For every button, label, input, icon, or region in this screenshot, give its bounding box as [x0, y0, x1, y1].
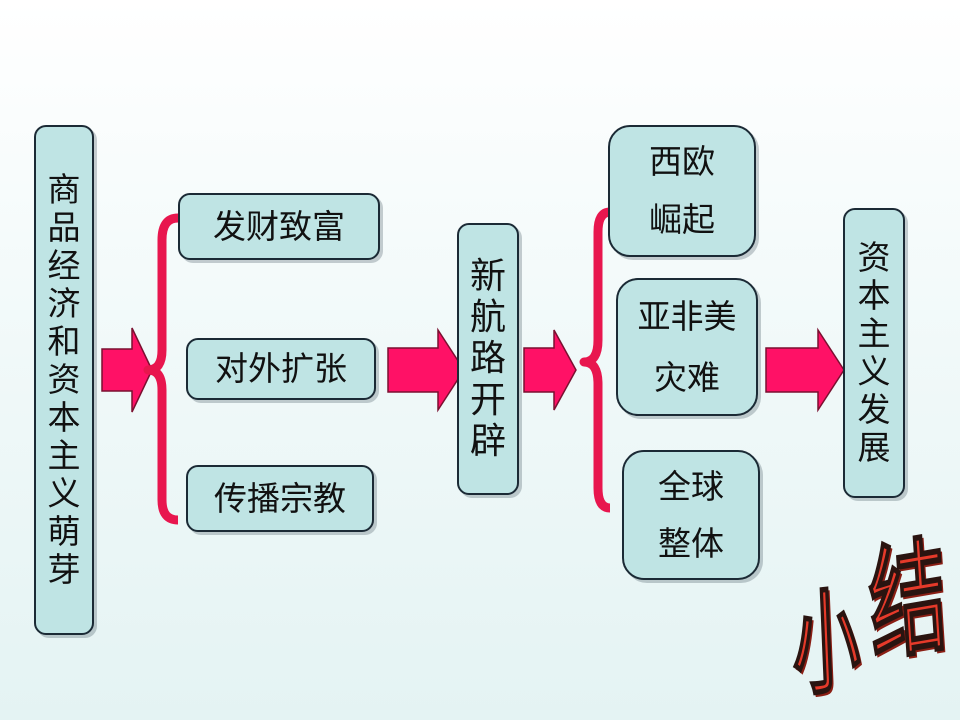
summary-title-char-2: 结 — [864, 522, 951, 681]
right-char: 资 — [857, 238, 891, 278]
result-line1: 亚非美 — [637, 296, 737, 336]
center-char: 路 — [469, 338, 506, 380]
left-char: 萌 — [47, 511, 81, 551]
center-char: 开 — [469, 379, 506, 421]
left-char: 义 — [47, 473, 81, 513]
motive-box-religion: 传播宗教 — [186, 465, 374, 532]
right-char: 发 — [857, 389, 891, 429]
left-char: 经 — [47, 246, 81, 286]
right-column-box: 资 本 主 义 发 展 — [843, 208, 905, 498]
left-char: 商 — [47, 170, 81, 210]
result-box-global: 全球 整体 — [622, 450, 760, 580]
result-line2: 整体 — [658, 523, 724, 563]
arrow-2 — [387, 327, 465, 413]
result-box-disaster: 亚非美 灾难 — [616, 278, 758, 416]
center-char: 辟 — [469, 421, 506, 463]
left-char: 芽 — [47, 549, 81, 589]
left-char: 济 — [47, 284, 81, 324]
left-char: 主 — [47, 435, 81, 475]
right-char: 主 — [857, 314, 891, 354]
left-char: 本 — [47, 397, 81, 437]
arrow-3 — [523, 329, 577, 411]
arrow-4 — [765, 327, 845, 413]
left-char: 和 — [47, 322, 81, 362]
arrow-1 — [101, 327, 153, 413]
left-char: 品 — [47, 208, 81, 248]
summary-title-char-1: 小 — [789, 573, 863, 713]
motive-box-wealth: 发财致富 — [178, 193, 380, 260]
left-char: 资 — [47, 360, 81, 400]
center-char: 新 — [469, 255, 506, 297]
motive-box-expansion: 对外扩张 — [186, 338, 376, 400]
right-char: 义 — [857, 352, 891, 391]
right-char: 展 — [857, 427, 891, 467]
bracket-1 — [143, 213, 179, 525]
right-char: 本 — [857, 276, 891, 316]
bracket-2 — [579, 207, 611, 513]
result-line1: 全球 — [658, 466, 724, 506]
result-line2: 崛起 — [649, 200, 715, 240]
result-box-west-rise: 西欧 崛起 — [608, 125, 756, 257]
center-column-box: 新 航 路 开 辟 — [457, 223, 519, 495]
result-line1: 西欧 — [649, 142, 715, 182]
center-char: 航 — [469, 296, 506, 338]
left-column-box: 商 品 经 济 和 资 本 主 义 萌 芽 — [34, 125, 94, 635]
result-line2: 灾难 — [654, 357, 720, 397]
